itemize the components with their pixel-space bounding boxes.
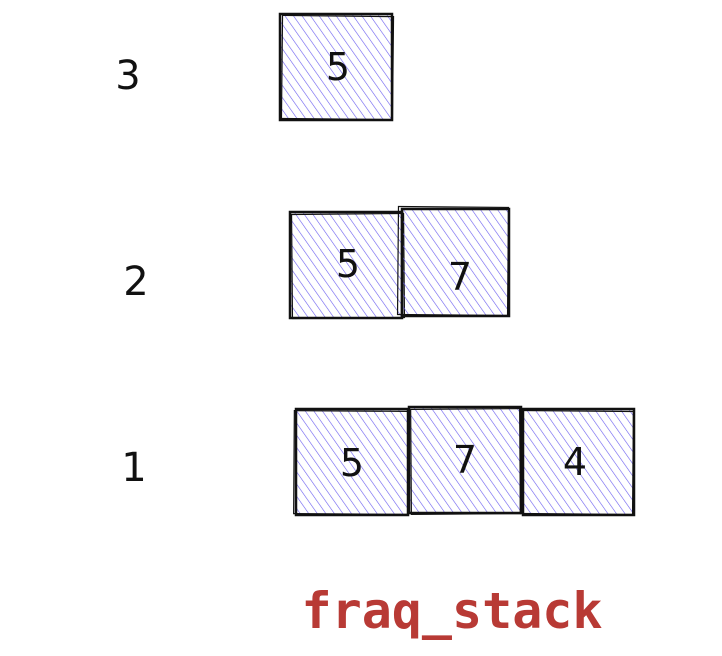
cell-value: 5 (340, 441, 364, 485)
level-label-3: 3 (115, 53, 140, 99)
level-1: 1 5 7 4 (121, 405, 636, 517)
level-label-2: 2 (123, 259, 148, 305)
cell-value: 7 (448, 255, 472, 299)
cell-value: 7 (453, 438, 477, 482)
stack-cell: 7 (396, 205, 511, 318)
stack-cell: 4 (519, 407, 636, 517)
level-2: 2 5 7 (123, 205, 511, 320)
level-3: 3 5 (115, 12, 395, 122)
stack-cell: 5 (293, 407, 410, 517)
cell-value: 5 (336, 242, 360, 286)
cell-value: 5 (326, 45, 350, 89)
level-label-1: 1 (121, 445, 146, 491)
cell-value: 4 (563, 440, 587, 484)
diagram-title: fraq_stack (301, 582, 602, 640)
stack-cell: 5 (278, 12, 395, 122)
stack-cell: 7 (407, 405, 523, 515)
stack-cell: 5 (288, 210, 406, 320)
